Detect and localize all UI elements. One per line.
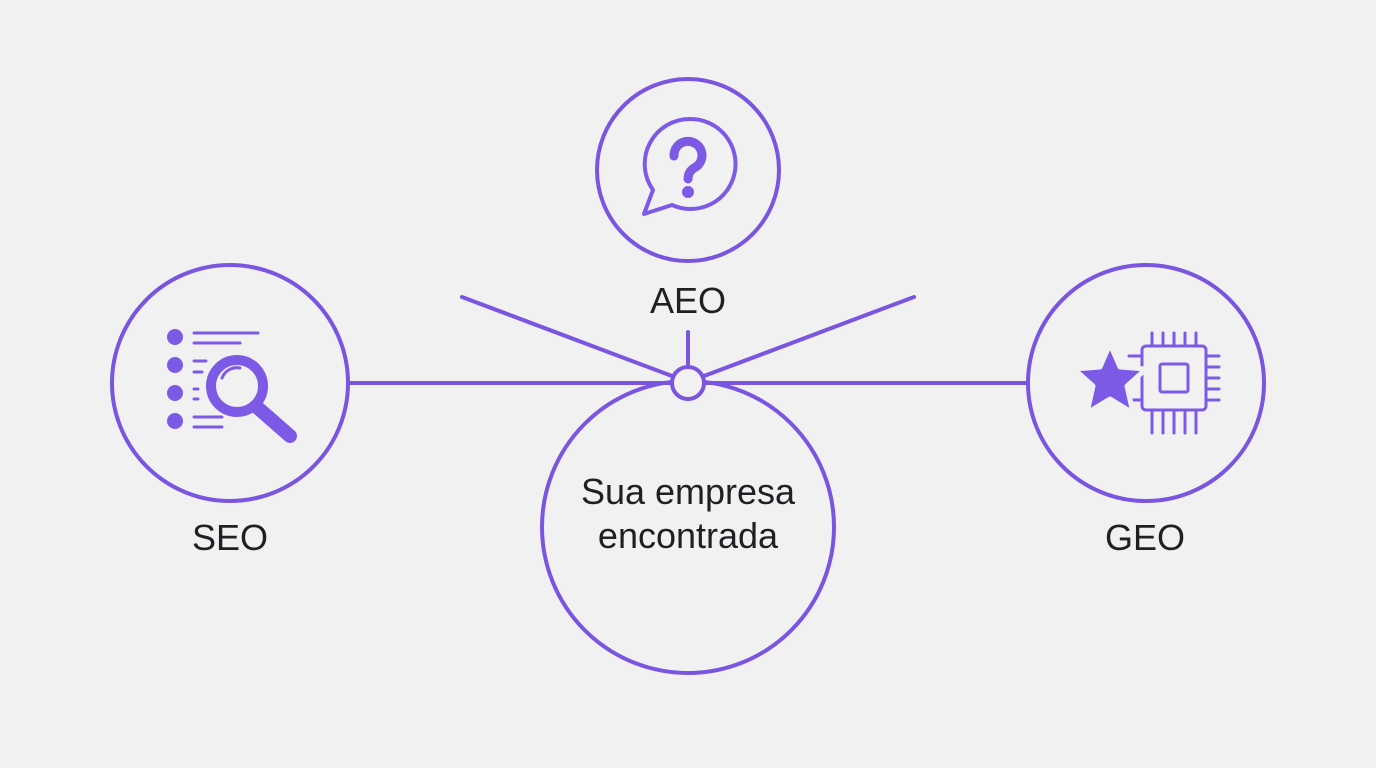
aeo-node-circle <box>595 77 781 263</box>
aeo-label: AEO <box>649 280 727 321</box>
question-chat-icon <box>642 116 738 216</box>
magnifier-list-icon <box>167 329 297 443</box>
diagonal-left <box>460 295 674 378</box>
center-text: Sua empresa encontrada <box>543 470 833 558</box>
diagonal-right <box>702 295 916 378</box>
geo-node-circle <box>1026 263 1266 503</box>
star-chip-icon <box>1071 331 1221 435</box>
center-text-line2: encontrada <box>597 515 779 556</box>
center-text-line1: Sua empresa <box>580 471 796 512</box>
seo-node-circle <box>110 263 350 503</box>
hub-node <box>670 365 706 401</box>
geo-label: GEO <box>1104 517 1185 558</box>
seo-label: SEO <box>191 517 269 558</box>
